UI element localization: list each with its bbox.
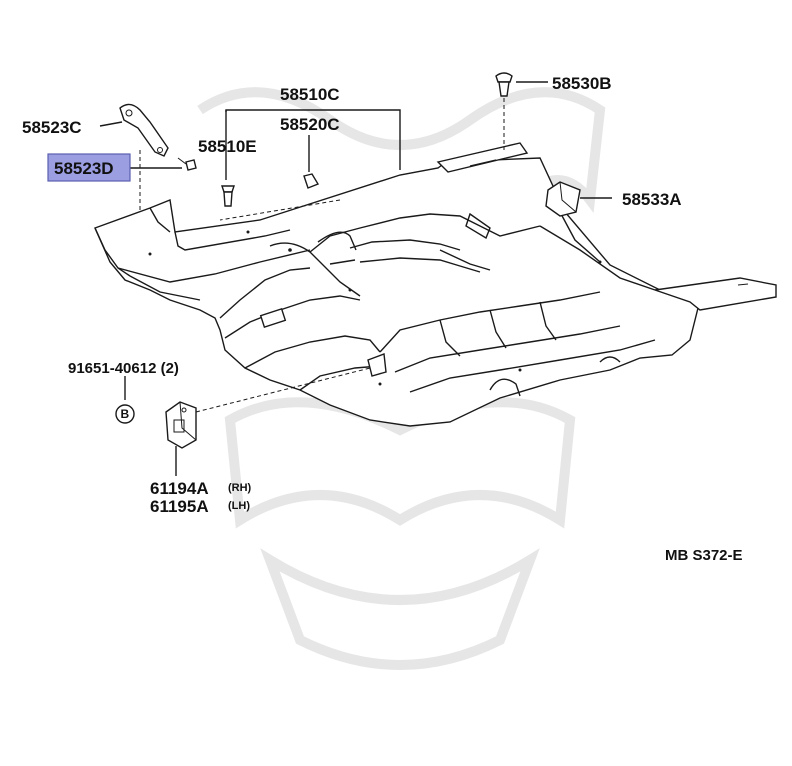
rivet-58530B[interactable] bbox=[495, 72, 513, 97]
label-91651-40612: 91651-40612 (2) bbox=[68, 360, 179, 377]
bracket-58523C[interactable] bbox=[119, 103, 169, 157]
label-58523C: 58523C bbox=[22, 118, 82, 137]
pad-58533A[interactable] bbox=[545, 181, 581, 217]
highlight-58523D[interactable]: 58523D bbox=[47, 153, 131, 182]
leader-lines bbox=[99, 81, 612, 476]
part-labels: 58510C 58530B 58523C 58510E 58520C 58533… bbox=[22, 74, 743, 564]
label-61194A: 61194A bbox=[150, 479, 209, 498]
floor-carpet-58510C[interactable] bbox=[94, 142, 777, 427]
clip-58510E[interactable] bbox=[221, 185, 235, 207]
hook-61194A-61195A[interactable] bbox=[165, 401, 197, 449]
label-58523D: 58523D bbox=[54, 159, 114, 178]
circle-b-marker: B bbox=[115, 404, 135, 424]
label-58510C: 58510C bbox=[280, 85, 340, 104]
label-58520C: 58520C bbox=[280, 115, 340, 134]
diagram-code: MB S372-E bbox=[665, 547, 743, 564]
label-58510E: 58510E bbox=[198, 137, 257, 156]
label-58533A: 58533A bbox=[622, 190, 682, 209]
clip-58520C[interactable] bbox=[303, 173, 320, 189]
label-61195A-lh: (LH) bbox=[228, 500, 250, 512]
screw-58523D[interactable] bbox=[177, 157, 197, 171]
label-61194A-rh: (RH) bbox=[228, 482, 252, 494]
label-58530B: 58530B bbox=[552, 74, 612, 93]
circle-b-label: B bbox=[121, 407, 130, 421]
label-61195A: 61195A bbox=[150, 497, 209, 516]
carpet-hook-clip bbox=[367, 353, 387, 377]
